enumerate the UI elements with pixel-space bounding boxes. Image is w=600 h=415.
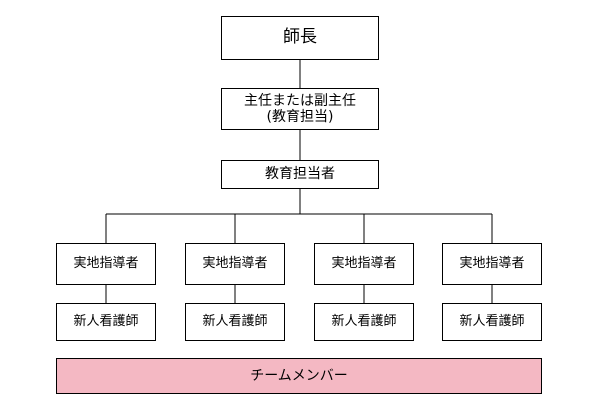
- chief-box: 主任または副主任 (教育担当): [221, 88, 379, 130]
- team-member-label: チームメンバー: [250, 367, 348, 384]
- chief-label-line1: 主任または副主任: [244, 92, 356, 109]
- new-nurse-box-1: 新人看護師: [56, 303, 156, 341]
- team-member-bar: チームメンバー: [56, 358, 542, 394]
- preceptor-box-4: 実地指導者: [442, 243, 542, 285]
- head-nurse-box: 師長: [221, 16, 379, 60]
- new-nurse-label: 新人看護師: [331, 313, 397, 329]
- preceptor-label: 実地指導者: [73, 255, 139, 271]
- new-nurse-label: 新人看護師: [459, 313, 525, 329]
- chief-label-line2: (教育担当): [266, 109, 334, 125]
- education-label: 教育担当者: [265, 166, 335, 183]
- preceptor-label: 実地指導者: [202, 255, 268, 271]
- head-nurse-label: 師長: [283, 27, 317, 48]
- preceptor-box-1: 実地指導者: [56, 243, 156, 285]
- new-nurse-box-2: 新人看護師: [185, 303, 285, 341]
- education-box: 教育担当者: [221, 160, 379, 189]
- preceptor-label: 実地指導者: [331, 255, 397, 271]
- new-nurse-label: 新人看護師: [73, 313, 139, 329]
- new-nurse-box-4: 新人看護師: [442, 303, 542, 341]
- preceptor-label: 実地指導者: [459, 255, 525, 271]
- preceptor-box-2: 実地指導者: [185, 243, 285, 285]
- new-nurse-label: 新人看護師: [202, 313, 268, 329]
- new-nurse-box-3: 新人看護師: [314, 303, 414, 341]
- preceptor-box-3: 実地指導者: [314, 243, 414, 285]
